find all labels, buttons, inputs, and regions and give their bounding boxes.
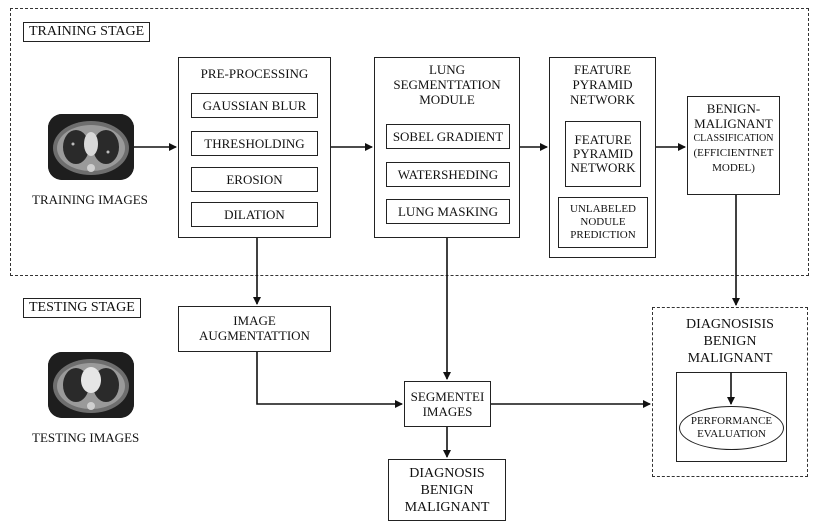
preprocessing-title: PRE-PROCESSING: [200, 66, 309, 81]
classification-text: BENIGN- MALIGNANT CLASSIFICATION (EFFICI…: [687, 101, 780, 176]
fpn-inner-box: FEATURE PYRAMID NETWORK: [565, 121, 641, 187]
segmented-images-text: SEGMENTEI IMAGES: [404, 389, 491, 419]
augmentation-line2: AUGMENTATTION: [199, 328, 310, 343]
performance-line2: EVALUATION: [697, 428, 766, 440]
step-gaussian-blur: GAUSSIAN BLUR: [191, 93, 318, 118]
diagnosisis-line2: BENIGN: [703, 334, 757, 349]
training-stage-label: TRAINING STAGE: [23, 22, 151, 42]
performance-evaluation-ellipse: [679, 406, 784, 450]
diagnosis-evaluation-region: [652, 307, 808, 477]
fpn-title-line2: PYRAMID: [572, 77, 633, 92]
diagnosis-text: DIAGNOSIS BENIGN MALIGNANT: [388, 465, 506, 516]
fpn-inner-line3: NETWORK: [570, 160, 636, 175]
segmented-line2: IMAGES: [422, 404, 473, 419]
diagnosis-line3: MALIGNANT: [404, 500, 490, 515]
training-ct-image: [48, 114, 134, 180]
classification-line3: CLASSIFICATION: [693, 133, 774, 144]
unlabeled-nodule-prediction-box: UNLABELED NODULE PREDICTION: [558, 197, 648, 248]
diagnosis-box: [388, 459, 506, 521]
lung-segmentation-title: LUNG SEGMENTTATION MODULE: [374, 62, 520, 107]
lung-segmentation-title-line2: SEGMENTTATION: [393, 77, 501, 92]
step-thresholding: THRESHOLDING: [191, 131, 318, 156]
training-stage-region: [10, 8, 809, 276]
fpn-title-line1: FEATURE: [573, 62, 632, 77]
fpn-title-line3: NETWORK: [570, 92, 635, 107]
performance-line1: PERFORMANCE: [690, 415, 773, 427]
image-augmentation-text: IMAGE AUGMENTATTION: [178, 313, 331, 343]
training-images-caption: TRAINING IMAGES: [32, 192, 148, 207]
lung-segmentation-title-line1: LUNG: [428, 62, 466, 77]
fpn-inner-line1: FEATURE: [574, 132, 632, 147]
classification-line5: MODEL): [712, 162, 755, 174]
fpn-title: FEATURE PYRAMID NETWORK: [549, 62, 656, 107]
classification-line1: BENIGN-: [706, 101, 761, 116]
segmented-line1: SEGMENTEI: [410, 389, 485, 404]
classification-box: [687, 96, 780, 195]
diagnosis-line2: BENIGN: [420, 483, 474, 498]
classification-line2: MALIGNANT: [694, 116, 773, 131]
lung-segmentation-title-line3: MODULE: [419, 92, 475, 107]
diagnosisis-line1: DIAGNOSISIS: [686, 317, 774, 332]
testing-images-caption: TESTING IMAGES: [32, 430, 140, 445]
step-sobel-gradient: SOBEL GRADIENT: [386, 124, 510, 149]
segmented-images-box: [404, 381, 491, 427]
diagnosis-line1: DIAGNOSIS: [409, 466, 485, 481]
step-lung-masking: LUNG MASKING: [386, 199, 510, 224]
fpn-inner-line2: PYRAMID: [573, 146, 633, 161]
nodule-line1: UNLABELED: [570, 203, 636, 215]
testing-ct-image: [48, 352, 134, 418]
classification-line4: (EFFICIENTNET: [693, 147, 774, 159]
testing-stage-label: TESTING STAGE: [23, 298, 141, 318]
step-watersheding: WATERSHEDING: [386, 162, 510, 187]
diagnosisis-text: DIAGNOSISIS BENIGN MALIGNANT: [652, 316, 808, 367]
nodule-line3: PREDICTION: [570, 229, 636, 241]
step-dilation: DILATION: [191, 202, 318, 227]
arrow-augmentation-to-segmented: [256, 352, 403, 408]
nodule-line2: NODULE: [580, 216, 626, 228]
augmentation-line1: IMAGE: [233, 313, 276, 328]
step-erosion: EROSION: [191, 167, 318, 192]
image-augmentation-box: [178, 306, 331, 352]
diagnosisis-line3: MALIGNANT: [687, 351, 773, 366]
performance-evaluation-text: PERFORMANCE EVALUATION: [679, 415, 784, 441]
